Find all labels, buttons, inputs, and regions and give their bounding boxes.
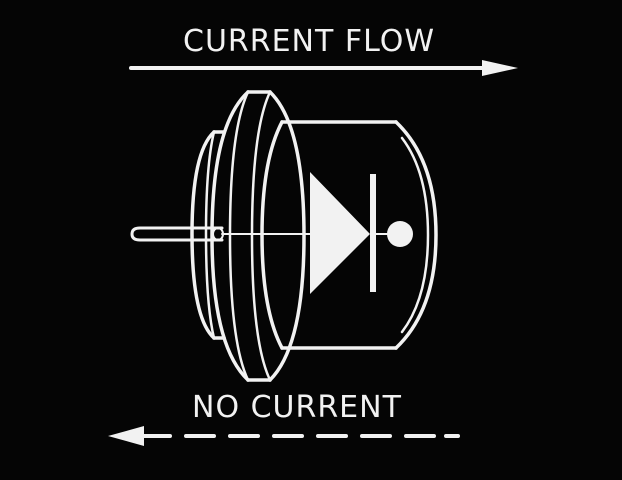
lead-pin bbox=[130, 226, 224, 242]
current-flow-arrow bbox=[129, 60, 518, 76]
no-current-arrow bbox=[108, 426, 460, 446]
current-flow-label: CURRENT FLOW bbox=[183, 24, 436, 59]
no-current-label: NO CURRENT bbox=[192, 390, 402, 425]
middle-flange bbox=[210, 90, 306, 382]
outer-flange bbox=[190, 130, 226, 340]
diode-symbol-icon bbox=[221, 172, 413, 294]
